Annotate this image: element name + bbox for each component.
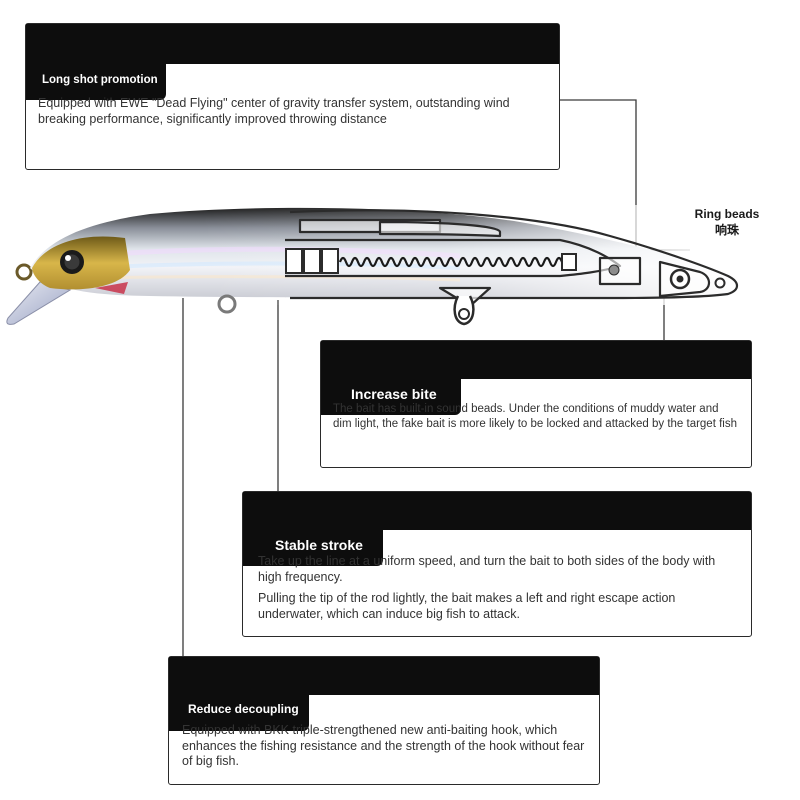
card-header-band — [321, 341, 751, 379]
reduce-decoupling-text: Equipped with BKK triple-strengthened ne… — [182, 723, 585, 768]
card-header-band — [26, 24, 559, 64]
lure-lip — [6, 281, 72, 325]
card-header-band — [243, 492, 751, 530]
spring-coil — [338, 256, 564, 268]
increase-bite-card: Increase bite The bait has built-in soun… — [320, 340, 752, 468]
increase-bite-text: The bait has built-in sound beads. Under… — [333, 403, 737, 430]
stable-stroke-title: Stable stroke — [243, 530, 383, 566]
long-shot-promotion-card: Long shot promotion Equipped with EWE "D… — [25, 23, 560, 170]
front-hook-eye — [217, 294, 237, 314]
weight-chamber-1 — [285, 248, 303, 274]
weight-chamber-2 — [303, 248, 321, 274]
ring-beads-label-en: Ring beads — [694, 207, 760, 221]
increase-bite-title: Increase bite — [321, 379, 461, 415]
spring-end-cap — [561, 253, 577, 271]
line-tie — [15, 263, 33, 281]
long-shot-body: Equipped with EWE "Dead Flying" center o… — [26, 96, 559, 127]
reduce-decoupling-card: Reduce decoupling Equipped with BKK trip… — [168, 656, 600, 785]
ring-bead — [608, 264, 620, 276]
ring-beads-label-cn: 响珠 — [714, 223, 739, 237]
stable-stroke-text-1: Take up the line at a uniform speed, and… — [258, 554, 716, 584]
stable-stroke-text-2: Pulling the tip of the rod lightly, the … — [258, 591, 676, 621]
reduce-decoupling-body: Equipped with BKK triple-strengthened ne… — [169, 723, 599, 770]
ring-beads-label: Ring beads 响珠 — [691, 206, 763, 238]
reduce-decoupling-title: Reduce decoupling — [169, 695, 309, 731]
weight-chamber-3 — [321, 248, 339, 274]
card-header-band — [169, 657, 599, 695]
stable-stroke-card: Stable stroke Take up the line at a unif… — [242, 491, 752, 637]
increase-bite-body: The bait has built-in sound beads. Under… — [321, 402, 751, 432]
long-shot-text: Equipped with EWE "Dead Flying" center o… — [38, 96, 510, 126]
long-shot-title: Long shot promotion — [26, 64, 166, 100]
connector-long-shot — [560, 99, 637, 250]
stable-stroke-body: Take up the line at a uniform speed, and… — [243, 554, 751, 622]
